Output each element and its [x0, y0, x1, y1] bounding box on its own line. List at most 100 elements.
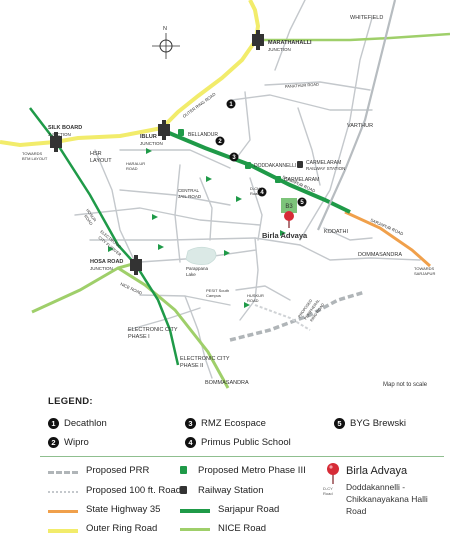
swatch-proposed-100ft [48, 491, 78, 493]
landmark-markers: 1 2 3 4 5 [215, 99, 307, 207]
sarjapur-road-line [161, 128, 351, 214]
direction-arrows [108, 148, 286, 308]
label-marathahalli: MARATHAHALLI [268, 40, 312, 46]
label-ec-phase1: ELECTRONIC CITY [128, 327, 178, 333]
project-pin-icon [284, 211, 294, 221]
label-bommasandra: BOMMASANDRA [205, 380, 249, 386]
railway-icon-carmelaram [297, 161, 303, 168]
svg-text:SARJAPUR: SARJAPUR [414, 271, 435, 276]
railway-icon [180, 486, 187, 494]
svg-text:5: 5 [300, 200, 304, 206]
legend-state-highway: State Highway 35 [86, 504, 161, 515]
svg-text:ROAD: ROAD [83, 214, 94, 226]
label-dommasandra: DOMMASANDRA [358, 252, 402, 258]
svg-text:Campus: Campus [206, 293, 221, 298]
label-ec-phase2: ELECTRONIC CITY [180, 356, 230, 362]
legend-divider [40, 456, 444, 457]
compass-icon [152, 33, 180, 59]
junction-hosa-road-icon [130, 255, 142, 275]
label-kodathi: KODATHI [324, 229, 349, 235]
label-bellandur: BELLANDUR [188, 132, 218, 138]
hosur-road-line [29, 107, 180, 366]
legend-title: LEGEND: [48, 396, 93, 407]
swatch-sarjapur-road [180, 509, 210, 513]
swatch-proposed-prr [48, 471, 78, 474]
nice-road-line-south [117, 266, 230, 389]
label-doddakannelli: DODDAKANNELLI [254, 163, 296, 169]
label-nice-road: NICE ROAD [120, 281, 143, 295]
label-silk-board: SILK BOARD [48, 125, 82, 131]
swatch-state-highway [48, 510, 78, 513]
label-towards-btm: TOWARDS [22, 151, 43, 156]
svg-text:RAILWAY STATION: RAILWAY STATION [306, 166, 345, 171]
outer-ring-road-line-east [258, 32, 450, 42]
label-hosa-road: HOSA ROAD [90, 259, 123, 265]
legend-outer-ring-road: Outer Ring Road [86, 523, 158, 534]
svg-text:1: 1 [229, 102, 233, 108]
swatch-outer-ring-road [48, 529, 78, 533]
svg-text:JUNCTION: JUNCTION [140, 141, 163, 146]
label-huskur-road: HUSKUR [247, 293, 264, 298]
label-central-jail-road: CENTRAL [178, 188, 200, 193]
label-dch-road: D-CH [250, 186, 260, 191]
label-carmelaram: CARMELARAM [284, 177, 319, 183]
legend-metro: Proposed Metro Phase III [198, 465, 306, 476]
proposed-prr-line [229, 290, 366, 342]
svg-text:JUNCTION: JUNCTION [48, 132, 71, 137]
svg-text:LAYOUT: LAYOUT [90, 158, 112, 164]
proposed-100ft-line [254, 304, 311, 331]
label-panathur-road: PANATHUR ROAD [285, 82, 319, 89]
label-towards-sarjapur: TOWARDS [414, 266, 435, 271]
svg-text:JAIL ROAD: JAIL ROAD [178, 194, 202, 199]
minor-roads [74, 0, 421, 379]
project-name-label: Birla Advaya [262, 231, 308, 240]
label-pesit: PESIT South [206, 288, 229, 293]
legend-nice-road: NICE Road [218, 523, 267, 534]
label-iblur: IBLUR [140, 134, 157, 140]
pin-icon [327, 463, 339, 484]
legend-railway: Railway Station [198, 485, 264, 496]
legend-proposed-100ft: Proposed 100 ft. Road [86, 485, 182, 496]
legend-destination-road: Doddakannelli - Chikkanayakana Halli Roa… [346, 482, 428, 516]
label-parappana-lake: Parappana [186, 266, 209, 271]
junction-iblur-icon [158, 120, 170, 140]
legend-sarjapur-road: Sarjapur Road [218, 504, 280, 515]
swatch-nice-road [180, 528, 210, 531]
metro-icon-doddakannelli [245, 162, 251, 169]
railway-line [316, 0, 397, 231]
svg-text:ROAD: ROAD [126, 166, 138, 171]
project-badge-label: B3 [285, 204, 293, 210]
svg-text:3: 3 [232, 155, 236, 161]
label-carmelaram-railway: CARMELARAM [306, 160, 341, 166]
map-canvas: N 1 2 3 4 5 B3 Birla Advaya WHITEFIELD M… [0, 0, 450, 389]
svg-text:Road: Road [250, 191, 260, 196]
map-scale-note: Map not to scale [383, 382, 428, 388]
svg-text:PHASE I: PHASE I [128, 334, 150, 340]
junction-marathahalli-icon [252, 30, 264, 50]
nice-road-line [31, 260, 141, 314]
svg-text:JUNCTION: JUNCTION [268, 47, 291, 52]
project-badge [281, 198, 297, 213]
outer-ring-road-line-west [0, 140, 56, 148]
junction-silk-board-icon [50, 132, 62, 152]
metro-icon-bellandur [178, 129, 184, 136]
legend-destination-name: Birla Advaya [346, 465, 408, 477]
svg-text:BTM LAYOUT: BTM LAYOUT [22, 156, 48, 161]
outer-ring-road-line [54, 0, 261, 144]
north-label: N [163, 26, 167, 32]
label-varthur: VARTHUR [347, 123, 373, 129]
svg-text:4: 4 [260, 190, 264, 196]
svg-text:Lake: Lake [186, 272, 196, 277]
state-highway-35-line [344, 210, 431, 268]
svg-text:JUNCTION: JUNCTION [90, 266, 113, 271]
label-hsr: HSR [90, 151, 102, 157]
label-haralur-road: HARALUR [126, 161, 145, 166]
metro-icon [180, 466, 187, 474]
label-whitefield: WHITEFIELD [350, 15, 383, 21]
